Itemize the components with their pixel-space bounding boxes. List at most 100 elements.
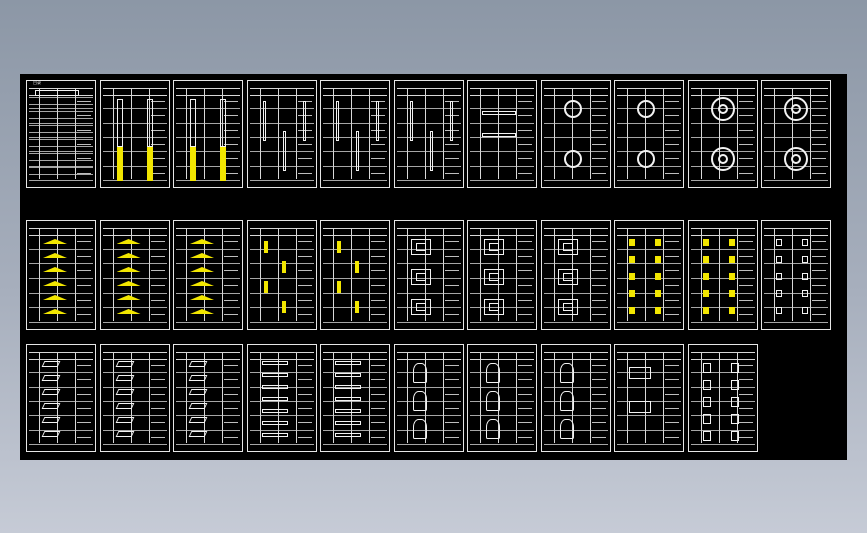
drawing-sheet[interactable]: [246, 80, 317, 188]
table-row-line: [690, 429, 755, 431]
table-row-line: [690, 415, 755, 417]
table-row-line: [690, 278, 755, 279]
table-cell-text: [518, 422, 532, 424]
drawing-sheet[interactable]: [614, 80, 684, 188]
table-cell-text: [738, 393, 753, 395]
window-pane: [562, 303, 573, 311]
table-column-line: [480, 352, 481, 443]
ornament-tile: [728, 239, 735, 246]
drawing-sheet[interactable]: [761, 80, 831, 188]
sheet-header-band: [29, 352, 93, 360]
table-cell-text: [518, 314, 532, 316]
table-row-line: [102, 180, 167, 181]
table-cell-text: [591, 379, 606, 381]
table-row-line: [470, 429, 534, 431]
pilaster-outline: [449, 101, 453, 141]
table-cell-text: [812, 270, 826, 272]
cad-model-space[interactable]: 目录: [20, 74, 847, 460]
table-row-line: [396, 307, 461, 309]
table-row-line: [176, 386, 240, 388]
table-row-line: [764, 122, 828, 124]
drawing-sheet[interactable]: [687, 220, 758, 330]
drawing-sheet[interactable]: [320, 220, 390, 330]
table-column-line: [75, 352, 76, 443]
column-yellow-shaft: [220, 147, 226, 181]
table-cell-text: [518, 172, 532, 174]
table-row-line: [102, 122, 167, 124]
drawing-sheet[interactable]: [467, 220, 537, 330]
drawing-sheet[interactable]: [614, 220, 684, 330]
table-row-line: [102, 429, 167, 431]
table-column-line: [259, 352, 261, 443]
index-row-line: [29, 160, 93, 161]
drawing-sheet[interactable]: [761, 220, 831, 330]
table-cell-text: [297, 314, 312, 316]
drawing-sheet[interactable]: [687, 80, 758, 188]
table-column-line: [295, 228, 297, 321]
drawing-sheet[interactable]: [99, 344, 170, 452]
sheet-header-band: [470, 352, 534, 360]
ornament-tile: [655, 256, 661, 263]
sheet-header-band: [176, 352, 240, 360]
table-cell-text: [77, 408, 91, 409]
table-cell-text: [77, 379, 91, 381]
table-column-line: [810, 228, 811, 321]
drawing-sheet[interactable]: [320, 344, 390, 452]
table-cell-text: [518, 144, 532, 145]
drawing-sheet[interactable]: [99, 80, 170, 188]
pediment-ornament: [190, 281, 214, 286]
table-row-line: [470, 180, 534, 181]
ornament-tile: [702, 256, 709, 263]
index-row-line: [29, 125, 93, 126]
drawing-sheet[interactable]: [540, 344, 611, 452]
drawing-sheet[interactable]: [26, 220, 96, 330]
drawing-sheet[interactable]: [246, 220, 317, 330]
table-cell-text: [738, 365, 753, 366]
drawing-sheet[interactable]: [99, 220, 170, 330]
corbel-block: [188, 375, 208, 381]
table-cell-text: [224, 129, 238, 131]
drawing-sheet[interactable]: [393, 80, 464, 188]
table-cell-text: [591, 314, 606, 316]
table-row-line: [102, 401, 167, 402]
table-row-line: [176, 248, 240, 250]
table-cell-text: [518, 101, 532, 102]
table-column-line: [204, 352, 205, 443]
ornament-tile: [629, 239, 635, 246]
drawing-sheet[interactable]: [246, 344, 317, 452]
drawing-sheet[interactable]: [687, 344, 758, 452]
drawing-sheet[interactable]: [173, 80, 243, 188]
drawing-sheet[interactable]: 目录: [26, 80, 96, 188]
drawing-sheet[interactable]: [26, 344, 96, 452]
table-column-line: [516, 228, 517, 321]
table-cell-text: [591, 408, 606, 409]
drawing-sheet[interactable]: [540, 220, 611, 330]
pilaster-outline: [336, 101, 339, 141]
drawing-sheet[interactable]: [467, 344, 537, 452]
table-row-line: [764, 292, 828, 294]
drawing-sheet[interactable]: [467, 80, 537, 188]
column-outline: [146, 99, 153, 147]
rosette-inner: [717, 104, 728, 114]
table-column-line: [589, 228, 591, 321]
corbel-block: [188, 403, 208, 409]
table-column-line: [148, 228, 150, 321]
drawing-sheet[interactable]: [173, 344, 243, 452]
table-cell-text: [224, 270, 238, 272]
table-cell-text: [444, 365, 459, 366]
table-row-line: [176, 307, 240, 309]
table-cell-text: [150, 255, 165, 257]
table-row-line: [396, 429, 461, 431]
drawing-sheet[interactable]: [540, 80, 611, 188]
drawing-sheet[interactable]: [173, 220, 243, 330]
table-row-line: [249, 292, 314, 294]
table-cell-text: [224, 241, 238, 242]
drawing-sheet[interactable]: [614, 344, 684, 452]
drawing-sheet[interactable]: [393, 220, 464, 330]
table-row-line: [323, 165, 387, 167]
table-row-line: [543, 429, 608, 431]
drawing-sheet[interactable]: [393, 344, 464, 452]
ornament-tile: [655, 239, 661, 246]
drawing-sheet[interactable]: [320, 80, 390, 188]
table-column-line: [222, 352, 223, 443]
